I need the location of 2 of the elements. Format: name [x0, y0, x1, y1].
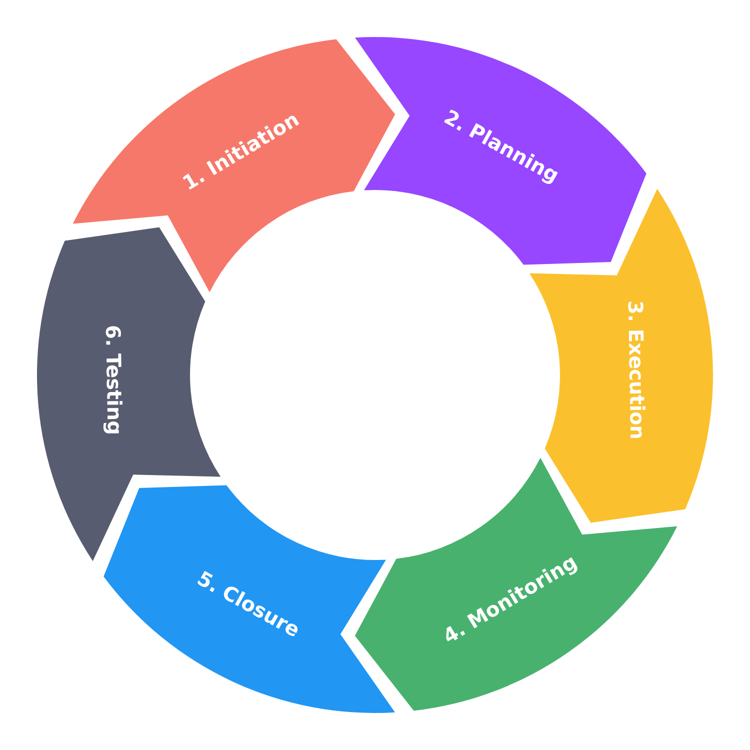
stage-label: 6. Testing	[100, 324, 126, 435]
stage-label: 3. Execution	[623, 300, 650, 440]
